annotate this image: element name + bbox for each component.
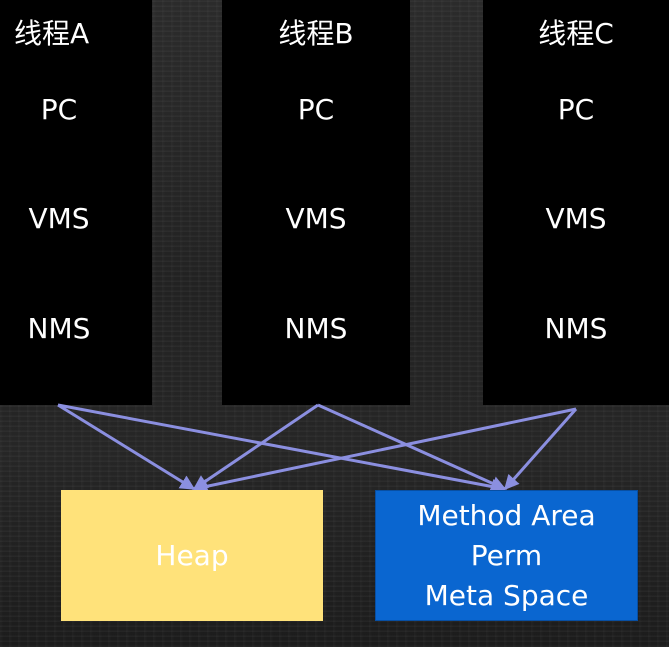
thread-c-pc-label: PC	[557, 93, 595, 126]
thread-c-vms-label: VMS	[545, 202, 607, 235]
thread-c-nms-label: NMS	[544, 312, 608, 345]
arrow-b-to-heap	[192, 403, 319, 491]
thread-a-pc-label: PC	[40, 93, 78, 126]
arrow-c-to-heap	[192, 407, 577, 494]
heap-box: Heap	[61, 490, 323, 621]
arrow-a-to-heap	[57, 403, 196, 491]
thread-b-nms-label: NMS	[284, 312, 348, 345]
thread-b-pc-label: PC	[297, 93, 335, 126]
arrow-b-to-method-area	[317, 403, 507, 491]
thread-b-column: 线程B PC VMS NMS	[222, 0, 410, 405]
thread-b-title: 线程B	[278, 17, 354, 50]
thread-a-vms-label: VMS	[28, 202, 90, 235]
thread-c-column: 线程C PC VMS NMS	[483, 0, 669, 405]
method-area-box: Method Area Perm Meta Space	[375, 490, 638, 621]
thread-b-vms-label: VMS	[285, 202, 347, 235]
method-area-label: Method Area	[417, 498, 596, 532]
perm-label: Perm	[470, 538, 543, 572]
thread-a-title: 线程A	[14, 17, 90, 50]
meta-space-label: Meta Space	[424, 578, 589, 612]
arrow-a-to-method-area	[57, 403, 507, 494]
thread-c-title: 线程C	[538, 17, 614, 50]
arrow-c-to-method-area	[503, 408, 578, 491]
heap-label: Heap	[155, 538, 229, 572]
thread-a-nms-label: NMS	[27, 312, 91, 345]
thread-a-column: 线程A PC VMS NMS	[0, 0, 152, 405]
